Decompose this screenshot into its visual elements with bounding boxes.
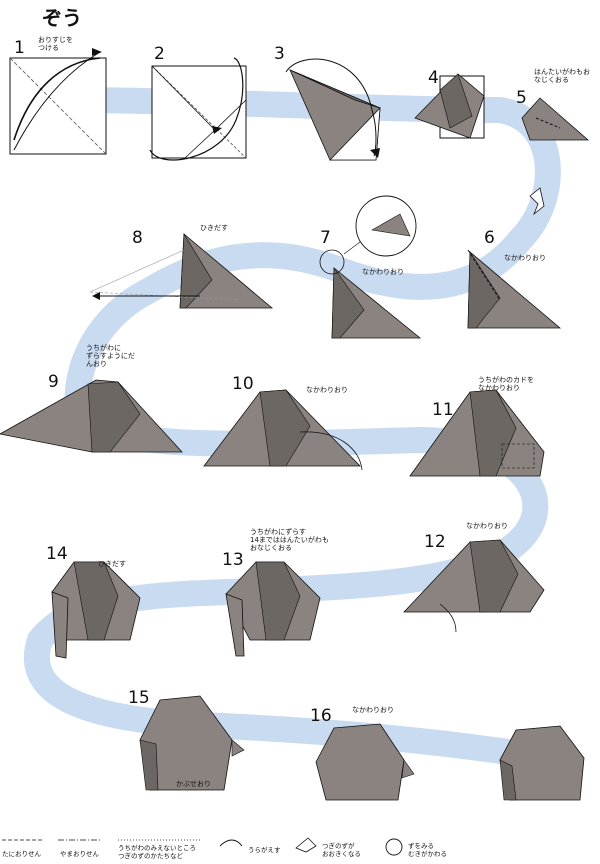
step-number: 12 (424, 532, 446, 552)
step-2-figure (149, 57, 247, 161)
step-note: はんたいがわもお なじくおる (534, 68, 590, 84)
step-note: うちがわにずらす 14までははんたいがわも おなじくおる (250, 528, 329, 552)
step-number: 6 (484, 228, 495, 248)
step-14-figure (51, 561, 141, 659)
step-16-figure (315, 723, 415, 801)
step-7-figure (319, 195, 422, 339)
step-5-figure (521, 97, 590, 141)
step-note: なかわりおり (362, 268, 404, 276)
legend-lines (2, 837, 403, 856)
step-number: 10 (232, 374, 254, 394)
page-title: ぞう (42, 6, 82, 30)
step-note: ひきだす (200, 224, 228, 232)
step-8-figure (89, 233, 274, 309)
step-number: 15 (128, 688, 150, 708)
step-13-figure (225, 561, 321, 657)
step-note: ひきだす (98, 560, 126, 568)
step-3-figure (285, 58, 381, 161)
step-number: 13 (222, 550, 244, 570)
step-10-figure (203, 389, 363, 471)
enlarge-arrow (529, 187, 545, 216)
final-elephant-figure (499, 725, 585, 801)
step-number: 8 (132, 228, 143, 248)
step-11-figure (409, 389, 545, 477)
step-note: おりすじを つける (38, 36, 73, 52)
step-6-figure (467, 249, 562, 329)
step-note: なかわりおり (466, 522, 508, 530)
legend-rotate-label: ずをみる むきがかわる (408, 842, 447, 858)
step-number: 16 (310, 706, 332, 726)
step-15-figure (139, 695, 245, 791)
step-number: 14 (46, 544, 68, 564)
legend-valley-label: たにおりせん (2, 850, 41, 858)
step-note: うちがわに ずらすようにだ んおり (86, 344, 135, 368)
legend-mountain-label: やまおりせん (60, 850, 99, 858)
step-number: 7 (320, 228, 331, 248)
step-9-figure (0, 379, 183, 453)
step-number: 2 (154, 44, 165, 64)
step-note: なかわりおり (504, 254, 546, 262)
step-number: 5 (516, 88, 527, 108)
step-note: なかわりおり (352, 706, 394, 714)
step-4-figure (414, 73, 485, 139)
step-number: 1 (14, 38, 25, 58)
step-1-figure (9, 48, 107, 155)
step-note: うちがわのカドを なかわりおり (478, 376, 534, 392)
legend-hidden-label: うちがわのみえないところ つぎのずのかたちなど (118, 844, 196, 860)
step-12-figure (403, 539, 545, 633)
step-number: 4 (428, 68, 439, 88)
step-note: なかわりおり (306, 386, 348, 394)
step-number: 11 (432, 400, 454, 420)
step-number: 9 (48, 372, 59, 392)
legend-enlarge-label: つぎのずが おおきくなる (322, 842, 361, 858)
legend-turn-label: うらがえす (248, 846, 281, 854)
step-number: 3 (274, 44, 285, 64)
step-note: かぶせおり (176, 780, 211, 788)
